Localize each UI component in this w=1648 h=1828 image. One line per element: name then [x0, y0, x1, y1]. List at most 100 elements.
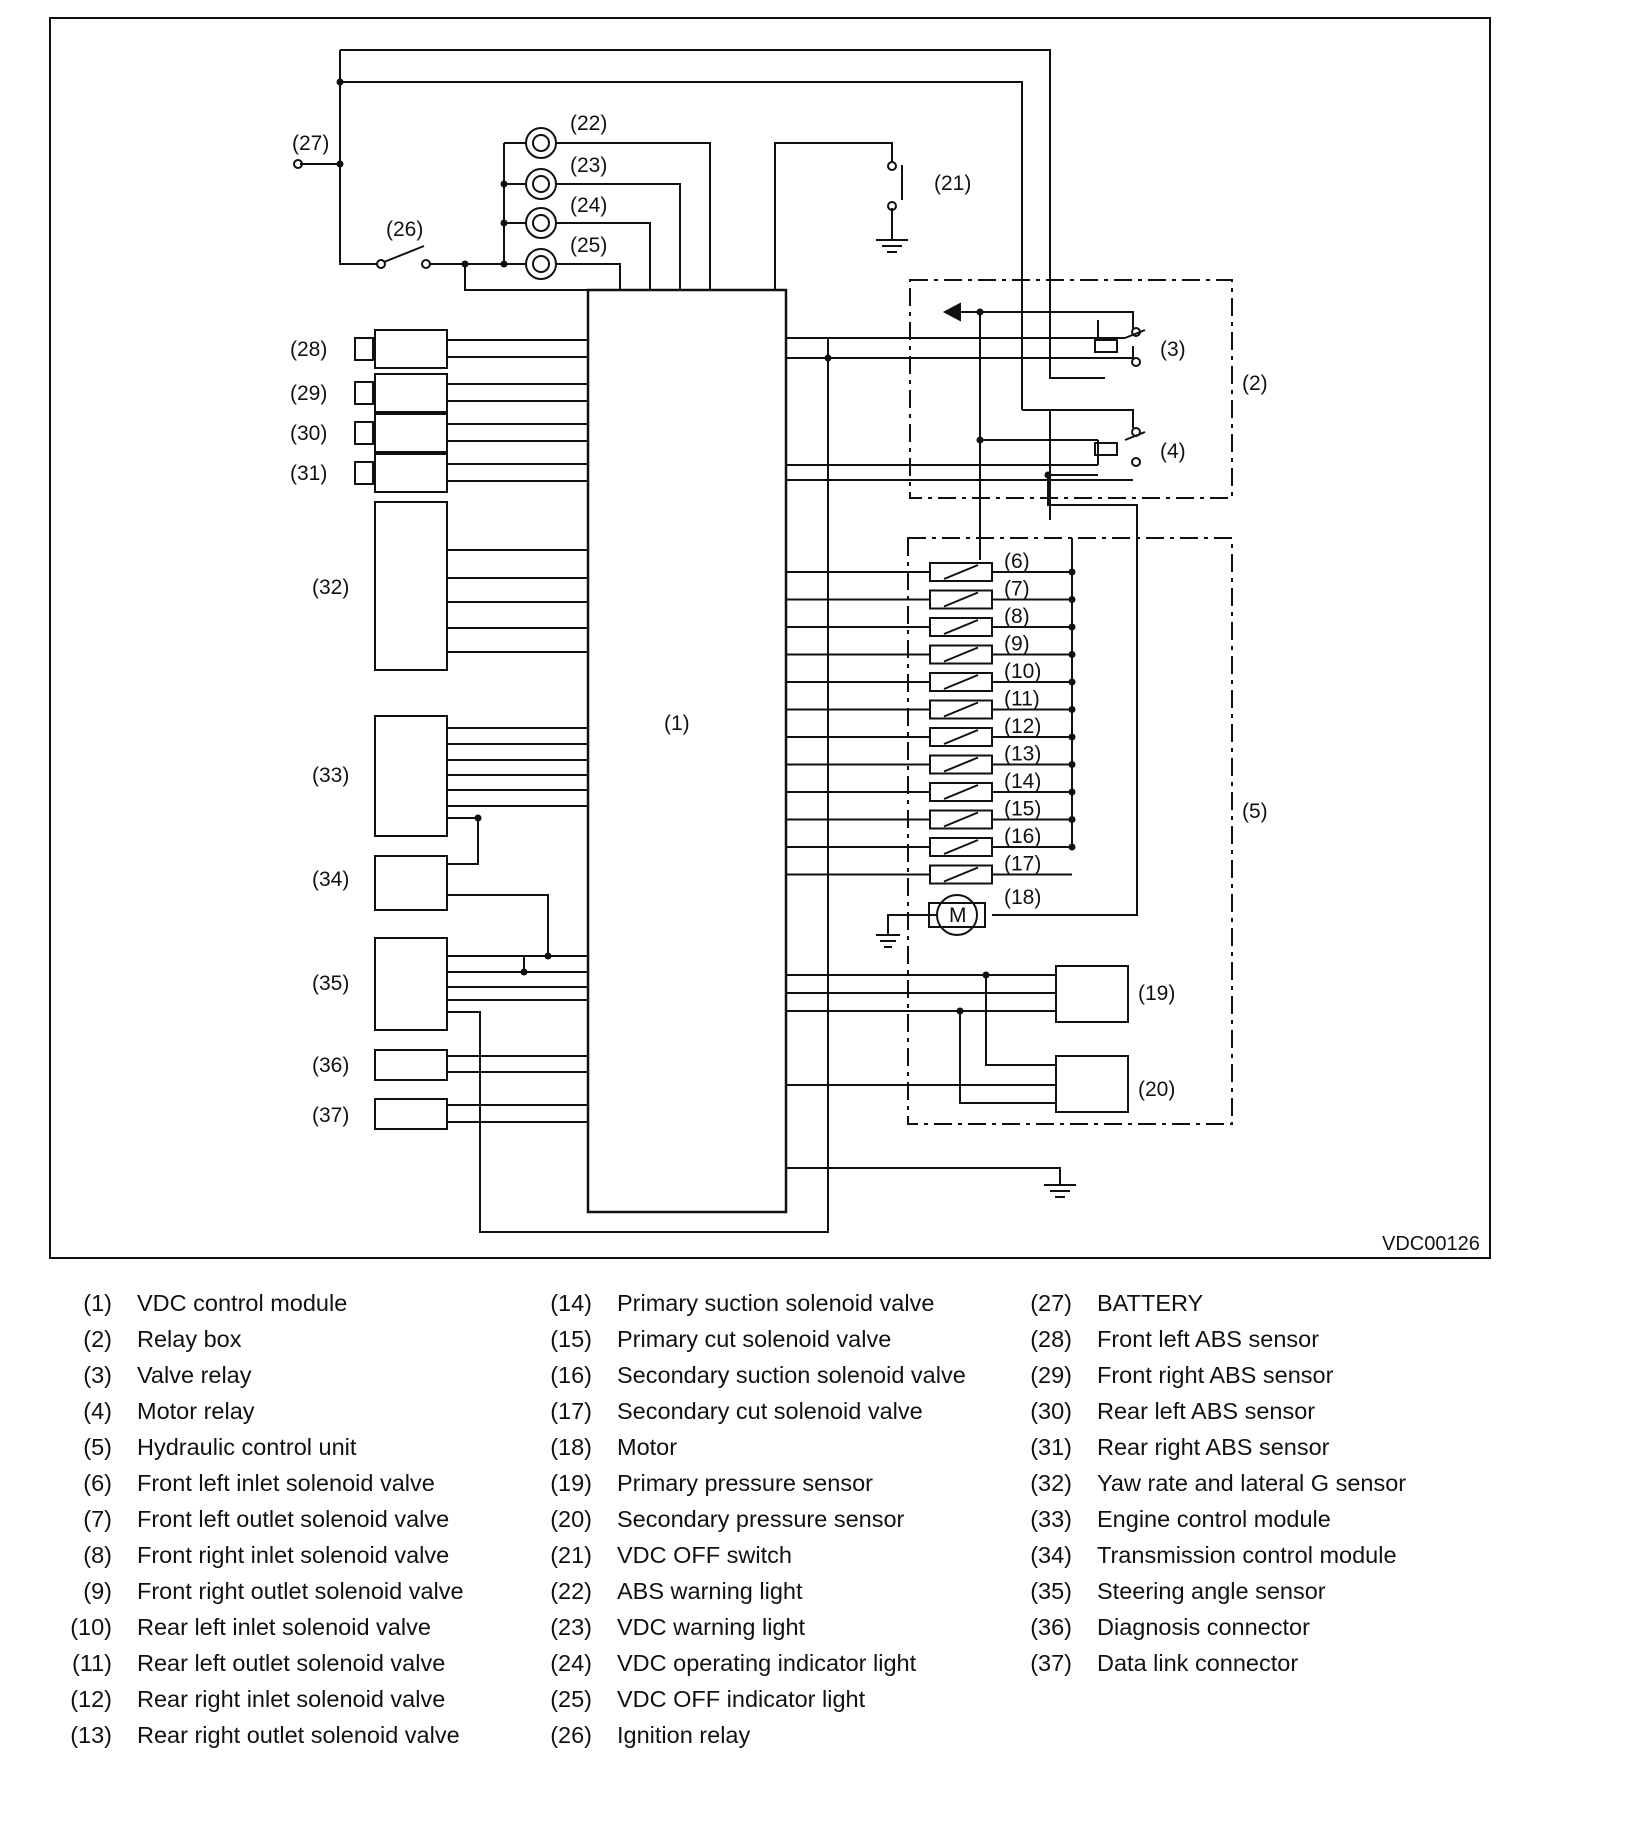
legend-item-number: (28) — [1030, 1326, 1072, 1352]
solenoid-valve-wire — [786, 866, 1072, 883]
legend-item-label: Secondary pressure sensor — [617, 1506, 905, 1532]
legend-item-label: Rear left outlet solenoid valve — [137, 1650, 446, 1676]
solenoid-valve-wire — [786, 674, 1072, 690]
legend-item-label: BATTERY — [1097, 1290, 1204, 1316]
legend-item-number: (4) — [83, 1398, 112, 1424]
legend-item: (3)Valve relay — [40, 1357, 520, 1393]
solenoid-valve-group — [786, 562, 1076, 885]
vdc-control-module-box — [586, 288, 788, 1214]
legend-item: (2) Relay box — [40, 1321, 520, 1357]
legend-item-number: (7) — [83, 1506, 112, 1532]
label-solenoid-valve: (11) — [1004, 688, 1040, 711]
legend-item-label: ABS warning light — [617, 1578, 803, 1604]
label-motor-relay: (4) — [1160, 440, 1186, 463]
motor-relay — [786, 409, 1146, 916]
label-solenoid-valve: (6) — [1004, 550, 1030, 573]
label-secondary-pressure-sensor: (20) — [1138, 1078, 1175, 1101]
legend-item: (14)Primary suction solenoid valve — [520, 1285, 990, 1321]
legend-item-label: Front left inlet solenoid valve — [137, 1470, 435, 1496]
label-primary-pressure-sensor: (19) — [1138, 982, 1175, 1005]
diagram-frame — [49, 17, 1491, 1259]
legend-item-label: Rear left ABS sensor — [1097, 1398, 1316, 1424]
legend-item-label: Primary suction solenoid valve — [617, 1290, 935, 1316]
legend-item-number: (34) — [1030, 1542, 1072, 1568]
legend-item-label: Rear right ABS sensor — [1097, 1434, 1330, 1460]
legend-item: (11) Rear left outlet solenoid valve — [40, 1645, 520, 1681]
legend-item-label: VDC control module — [137, 1290, 348, 1316]
legend-item-label: Diagnosis connector — [1097, 1614, 1310, 1640]
legend-item: (24)VDC operating indicator light — [520, 1645, 990, 1681]
legend-item: (30)Rear left ABS sensor — [1000, 1393, 1460, 1429]
label-relay-box: (2) — [1242, 372, 1268, 395]
legend-item-number: (12) — [70, 1686, 112, 1712]
junction-dot — [1068, 706, 1076, 713]
legend-item-number: (29) — [1030, 1362, 1072, 1388]
legend: (1) VDC control module (2) Relay box (3)Valv… — [0, 1285, 1648, 1805]
label-motor: (18) — [1004, 886, 1041, 909]
legend-item: (22)ABS warning light — [520, 1573, 990, 1609]
legend-item-number: (21) — [550, 1542, 592, 1568]
legend-item-number: (10) — [70, 1614, 112, 1640]
junction-dot — [1068, 678, 1076, 686]
label-valve-relay: (3) — [1160, 338, 1186, 361]
legend-item: (33)Engine control module — [1000, 1501, 1460, 1537]
legend-item-number: (36) — [1030, 1614, 1072, 1640]
legend-item-label: VDC OFF indicator light — [617, 1686, 866, 1712]
legend-item-number: (2) — [83, 1326, 112, 1352]
legend-item-label: Engine control module — [1097, 1506, 1331, 1532]
legend-item-label: Front right ABS sensor — [1097, 1362, 1334, 1388]
label-solenoid-valve: (12) — [1004, 715, 1041, 738]
label-vdc-control-module: (1) — [664, 712, 690, 735]
legend-item: (18)Motor — [520, 1429, 990, 1465]
connectors — [374, 1049, 588, 1130]
legend-item-number: (32) — [1030, 1470, 1072, 1496]
legend-item: (10)Rear left inlet solenoid valve — [40, 1609, 520, 1645]
label-yaw-rate-sensor: (32) — [312, 576, 349, 599]
label-hydraulic-unit: (5) — [1242, 800, 1268, 823]
legend-item-number: (16) — [550, 1362, 592, 1388]
legend-item-number: (1) — [83, 1290, 112, 1316]
legend-item: (1) VDC control module — [40, 1285, 520, 1321]
legend-item-number: (27) — [1030, 1290, 1072, 1316]
diagram-code: VDC00126 — [1382, 1233, 1480, 1255]
steering-angle-sensor-box — [374, 937, 588, 1031]
legend-item-label: Motor — [617, 1434, 678, 1460]
legend-item-label: Secondary cut solenoid valve — [617, 1398, 923, 1424]
legend-item-label: Front right inlet solenoid valve — [137, 1542, 450, 1568]
label-data-link-connector: (37) — [312, 1104, 349, 1127]
label-rear-right-abs: (31) — [290, 462, 327, 485]
legend-item-number: (31) — [1030, 1434, 1072, 1460]
legend-item: (5)Hydraulic control unit — [40, 1429, 520, 1465]
legend-item: (16)Secondary suction solenoid valve — [520, 1357, 990, 1393]
legend-item: (7) Front left outlet solenoid valve — [40, 1501, 520, 1537]
legend-item-number: (11) — [71, 1650, 112, 1676]
label-diagnosis-connector: (36) — [312, 1054, 349, 1077]
legend-item-label: Front right outlet solenoid valve — [137, 1578, 464, 1604]
legend-item-label: Yaw rate and lateral G sensor — [1097, 1470, 1407, 1496]
legend-item: (35)Steering angle sensor — [1000, 1573, 1460, 1609]
legend-item-label: Front left ABS sensor — [1097, 1326, 1320, 1352]
legend-item: (19)Primary pressure sensor — [520, 1465, 990, 1501]
legend-item-label: Front left outlet solenoid valve — [137, 1506, 450, 1532]
legend-item-number: (9) — [83, 1578, 112, 1604]
legend-item-label: VDC warning light — [617, 1614, 806, 1640]
hydraulic-control-unit — [907, 537, 1233, 1125]
legend-item: (20)Secondary pressure sensor — [520, 1501, 990, 1537]
wiring-diagram: (1) (2) (3) (4) (5) (18) (19) (20) (21) … — [49, 17, 1491, 1259]
junction-dot — [1068, 733, 1076, 741]
label-solenoid-valve: (10) — [1004, 660, 1041, 683]
legend-item: (15)Primary cut solenoid valve — [520, 1321, 990, 1357]
solenoid-valve-wire — [786, 784, 1072, 800]
legend-item: (27) BATTERY — [1000, 1285, 1460, 1321]
solenoid-valve-wire — [786, 591, 1072, 608]
legend-column-1: (1) VDC control module (2) Relay box (3)Valv… — [40, 1285, 520, 1753]
solenoid-valve-wire — [786, 701, 1072, 718]
label-solenoid-valve: (14) — [1004, 770, 1041, 793]
junction-dot — [1068, 816, 1076, 823]
solenoid-valve-wire — [786, 729, 1072, 745]
legend-item-number: (8) — [83, 1542, 112, 1568]
power-return-wire — [446, 338, 829, 1233]
legend-item-label: Relay box — [137, 1326, 242, 1352]
legend-item: (9) Front right outlet solenoid valve — [40, 1573, 520, 1609]
legend-item-number: (6) — [83, 1470, 112, 1496]
